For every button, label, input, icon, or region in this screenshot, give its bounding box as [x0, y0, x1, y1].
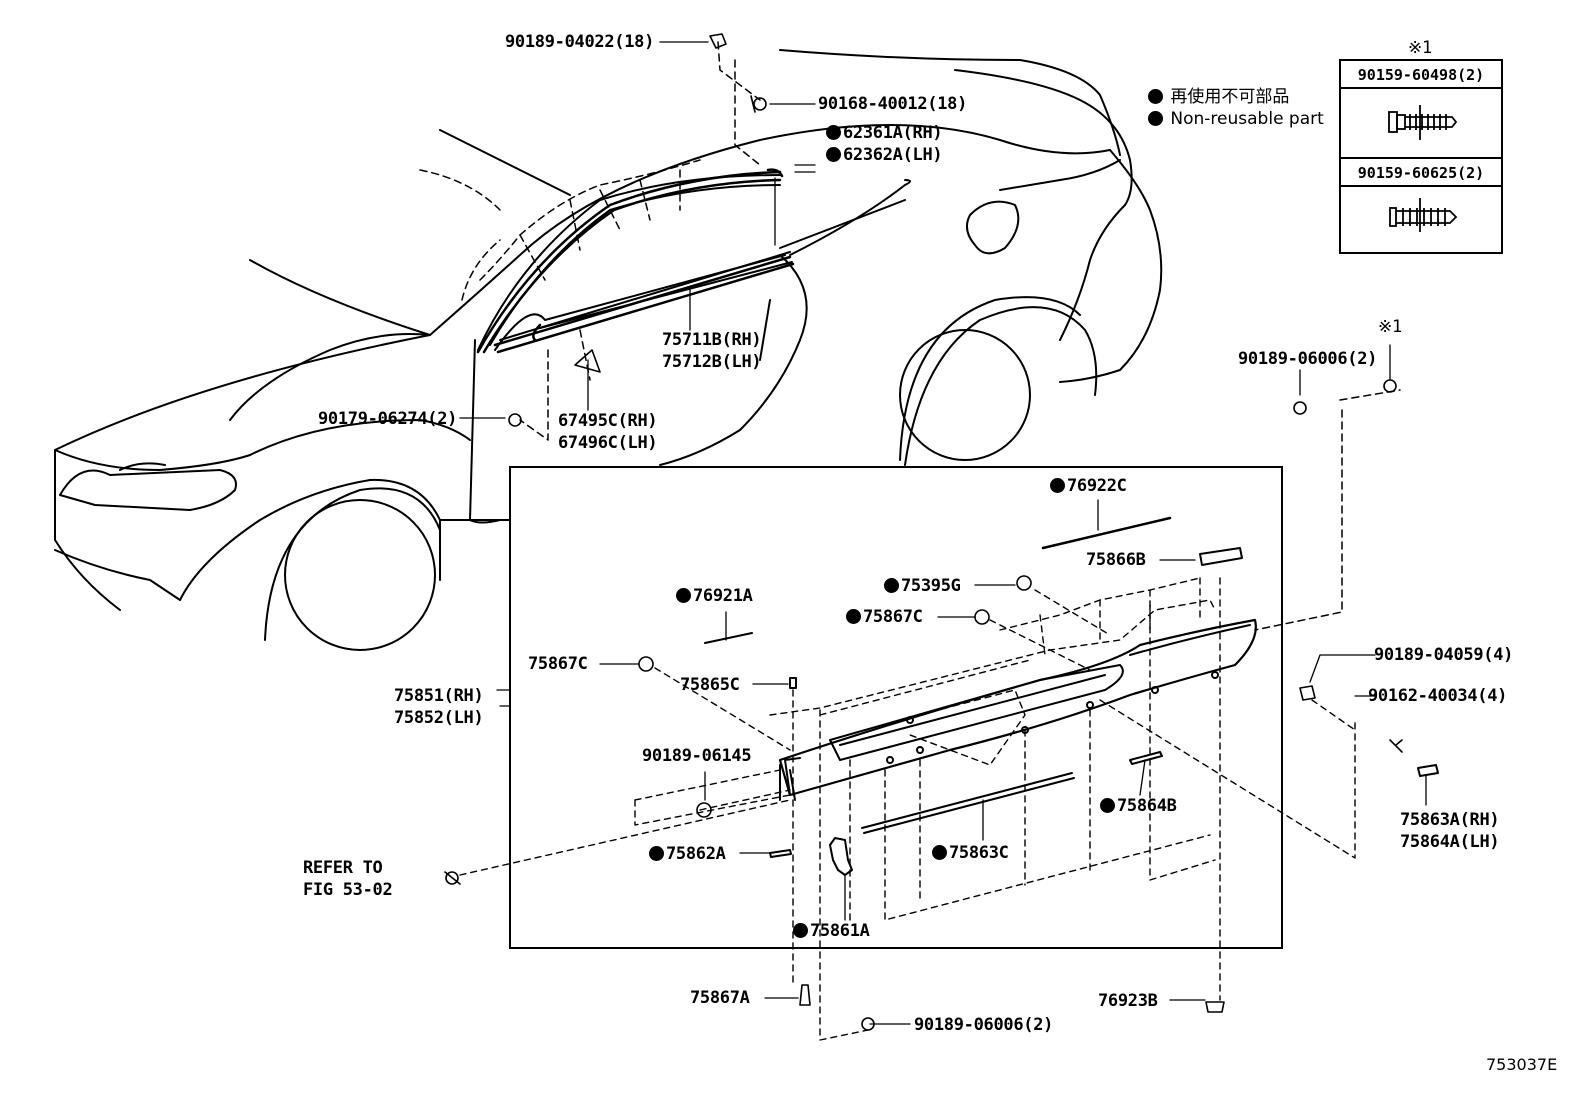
rocker-panel-part: [704, 516, 1439, 876]
inset-leader-lines: [496, 499, 1427, 1025]
non-reusable-dot-icon: [932, 845, 947, 860]
legend-jp-text: 再使用不可部品: [1170, 87, 1290, 107]
part-label-76923B: 76923B: [1098, 991, 1158, 1011]
part-label-75867C-b: 75867C: [528, 654, 588, 674]
part-label-76922C: 76922C: [1050, 476, 1127, 496]
non-reusable-dot-icon: [826, 125, 841, 140]
refer-fig-label: FIG 53-02: [303, 880, 393, 900]
belt-moulding-part: [493, 255, 795, 354]
inset-leader-dashes: [459, 577, 1356, 1041]
part-label-90162-40034: 90162-40034(4): [1368, 686, 1508, 706]
vehicle-outline: [54, 49, 1163, 651]
non-reusable-dot-icon: [846, 609, 861, 624]
window-moulding-part: [476, 168, 784, 354]
non-reusable-dot-icon: [1148, 111, 1163, 126]
part-label-76921A: 76921A: [676, 586, 753, 606]
part-label-75712B: 75712B(LH): [662, 352, 762, 372]
non-reusable-dot-icon: [676, 588, 691, 603]
part-label-90179-06274: 90179-06274(2): [318, 409, 458, 429]
inset-part-a-cell: [1341, 89, 1501, 159]
part-label-90189-04022: 90189-04022(18): [505, 32, 655, 52]
part-label-62361A: 62361A(RH): [826, 123, 943, 143]
fastener-icons: [444, 33, 1403, 1031]
non-reusable-dot-icon: [1050, 478, 1065, 493]
inset-screw-icons: [1388, 105, 1458, 232]
refer-to-label: REFER TO: [303, 858, 383, 878]
legend-non-reusable: 再使用不可部品 Non-reusable part: [1148, 86, 1324, 130]
part-label-75852: 75852(LH): [394, 708, 484, 728]
part-label-75861A: 75861A: [793, 921, 870, 941]
inset-part-b-label: 90159-60625(2): [1341, 159, 1501, 187]
non-reusable-dot-icon: [649, 846, 664, 861]
part-label-75866B: 75866B: [1086, 550, 1146, 570]
part-label-90189-06006-top: 90189-06006(2): [1238, 349, 1378, 369]
part-label-75867C-a: 75867C: [846, 607, 923, 627]
part-label-75867A: 75867A: [690, 988, 750, 1008]
inset-part-a-label: 90159-60498(2): [1341, 61, 1501, 89]
part-label-75863C: 75863C: [932, 843, 1009, 863]
non-reusable-dot-icon: [793, 923, 808, 938]
inset-note-mark: ※1: [1408, 38, 1432, 58]
screw-inset-table: 90159-60498(2) 90159-60625(2): [1339, 59, 1503, 254]
rocker-panel-inset-frame: [509, 466, 1283, 949]
part-label-75862A: 75862A: [649, 844, 726, 864]
part-label-90189-06006-bottom: 90189-06006(2): [914, 1015, 1054, 1035]
part-label-75395G: 75395G: [884, 576, 961, 596]
part-label-75864B: 75864B: [1100, 796, 1177, 816]
part-label-90189-04059: 90189-04059(4): [1374, 645, 1514, 665]
non-reusable-dot-icon: [1148, 89, 1163, 104]
upper-leader-dashes: [419, 41, 1401, 631]
non-reusable-dot-icon: [826, 147, 841, 162]
part-label-67496C: 67496C(LH): [558, 433, 658, 453]
note-mark-right: ※1: [1378, 317, 1402, 337]
part-label-62362A: 62362A(LH): [826, 145, 943, 165]
part-label-75851: 75851(RH): [394, 686, 484, 706]
legend-en-text: Non-reusable part: [1170, 109, 1324, 129]
part-label-75865C: 75865C: [680, 675, 740, 695]
part-label-75863A: 75863A(RH): [1400, 810, 1500, 830]
non-reusable-dot-icon: [884, 578, 899, 593]
part-label-90189-06145: 90189-06145: [642, 746, 752, 766]
part-label-75864A: 75864A(LH): [1400, 832, 1500, 852]
part-label-75711B: 75711B(RH): [662, 330, 762, 350]
non-reusable-dot-icon: [1100, 798, 1115, 813]
part-label-90168-40012: 90168-40012(18): [818, 94, 968, 114]
figure-id: 753037E: [1486, 1055, 1558, 1074]
part-label-67495C: 67495C(RH): [558, 411, 658, 431]
